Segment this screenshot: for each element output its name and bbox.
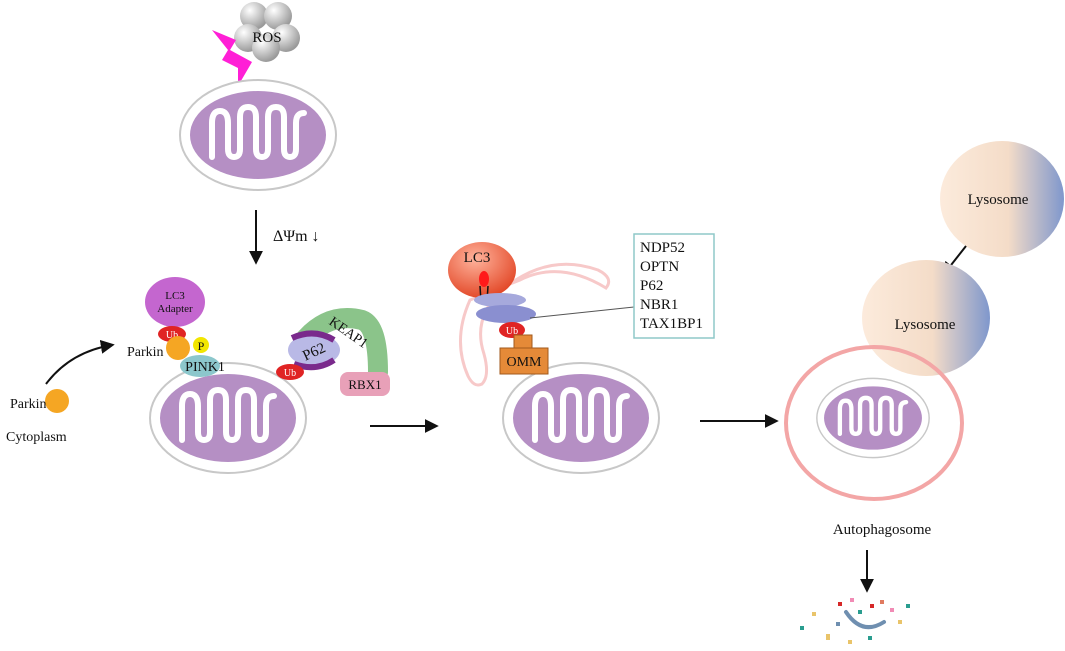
lysosome-top (940, 141, 1064, 257)
degradation-fragments (800, 598, 910, 644)
fragment (826, 634, 830, 640)
keap1-protein (296, 308, 388, 382)
p62-band (292, 357, 336, 371)
ros-cluster: ROS (234, 2, 300, 62)
lc3-protein (448, 242, 516, 298)
mitochondrion-damaged (180, 80, 336, 190)
lc3-adapter-label-2: Adapter (157, 303, 193, 315)
p-label: P (198, 339, 205, 353)
fragment (800, 626, 804, 630)
ros-sphere (252, 34, 280, 62)
ros-sphere (264, 2, 292, 30)
phosphate (193, 337, 209, 353)
ub-label: Ub (284, 368, 296, 379)
receptor-item: NDP52 (640, 240, 685, 256)
lc3-label: LC3 (464, 250, 491, 266)
lysosome-mid-label: Lysosome (895, 317, 956, 333)
fragment (848, 640, 852, 644)
lightning-icon (212, 30, 252, 86)
lc3-adapter: LC3 Adapter (145, 277, 205, 327)
lysosome-top-label: Lysosome (968, 192, 1029, 208)
ubiquitin-icon: Ub (499, 322, 525, 338)
cytoplasm-parkin-label: Parkin (10, 397, 47, 412)
ros-sphere (240, 2, 268, 30)
parkin-protein (166, 336, 190, 360)
fragment (870, 604, 874, 608)
fragment (890, 608, 894, 612)
omm-connector (513, 334, 533, 350)
cytoplasm-parkin (45, 389, 69, 413)
ros-label: ROS (252, 30, 281, 46)
fragment (906, 604, 910, 608)
ub-label: Ub (506, 326, 518, 337)
pink1-protein (180, 355, 220, 377)
membrane-fragment (844, 610, 886, 630)
autophagosome-label: Autophagosome (833, 522, 932, 538)
fragment (850, 598, 854, 602)
receptor-item: NBR1 (640, 297, 678, 313)
mitochondrion-receptor (503, 363, 659, 473)
cytoplasm-label: Cytoplasm (6, 430, 67, 445)
receptor-disc (476, 305, 536, 323)
lir-motif (479, 271, 489, 287)
fragment (868, 636, 872, 640)
fragment (812, 612, 816, 616)
receptor-connector-line (529, 306, 635, 319)
fragment (838, 602, 842, 606)
delta-psi-label: ΔΨm ↓ (273, 228, 320, 245)
p62-protein (288, 334, 340, 366)
p62-band (290, 330, 336, 343)
fragment (836, 622, 840, 626)
omm-protein (499, 347, 549, 375)
arrow-icon (45, 339, 115, 385)
mitochondrion-pink1-parkin (150, 363, 306, 473)
omm-label: OMM (506, 355, 542, 370)
ub-label: Ub (166, 330, 178, 341)
lc3-adapter-label-1: LC3 (165, 290, 185, 302)
fragment (880, 600, 884, 604)
receptor-disc (474, 293, 526, 307)
autophagosome-membrane (784, 345, 964, 501)
receptor-item: OPTN (640, 259, 679, 275)
parkin-label: Parkin (127, 345, 164, 360)
receptor-item: P62 (640, 278, 663, 294)
ubiquitin-icon: Ub (276, 364, 304, 380)
engulfed-mitochondrion (817, 378, 929, 457)
receptor-item: TAX1BP1 (640, 316, 703, 332)
pink1-label: PINK1 (185, 360, 225, 375)
fragment (858, 610, 862, 614)
receptor-list-box (633, 233, 715, 339)
rbx1-protein (340, 372, 390, 396)
fragment (898, 620, 902, 624)
rbx1-label: RBX1 (348, 377, 381, 392)
